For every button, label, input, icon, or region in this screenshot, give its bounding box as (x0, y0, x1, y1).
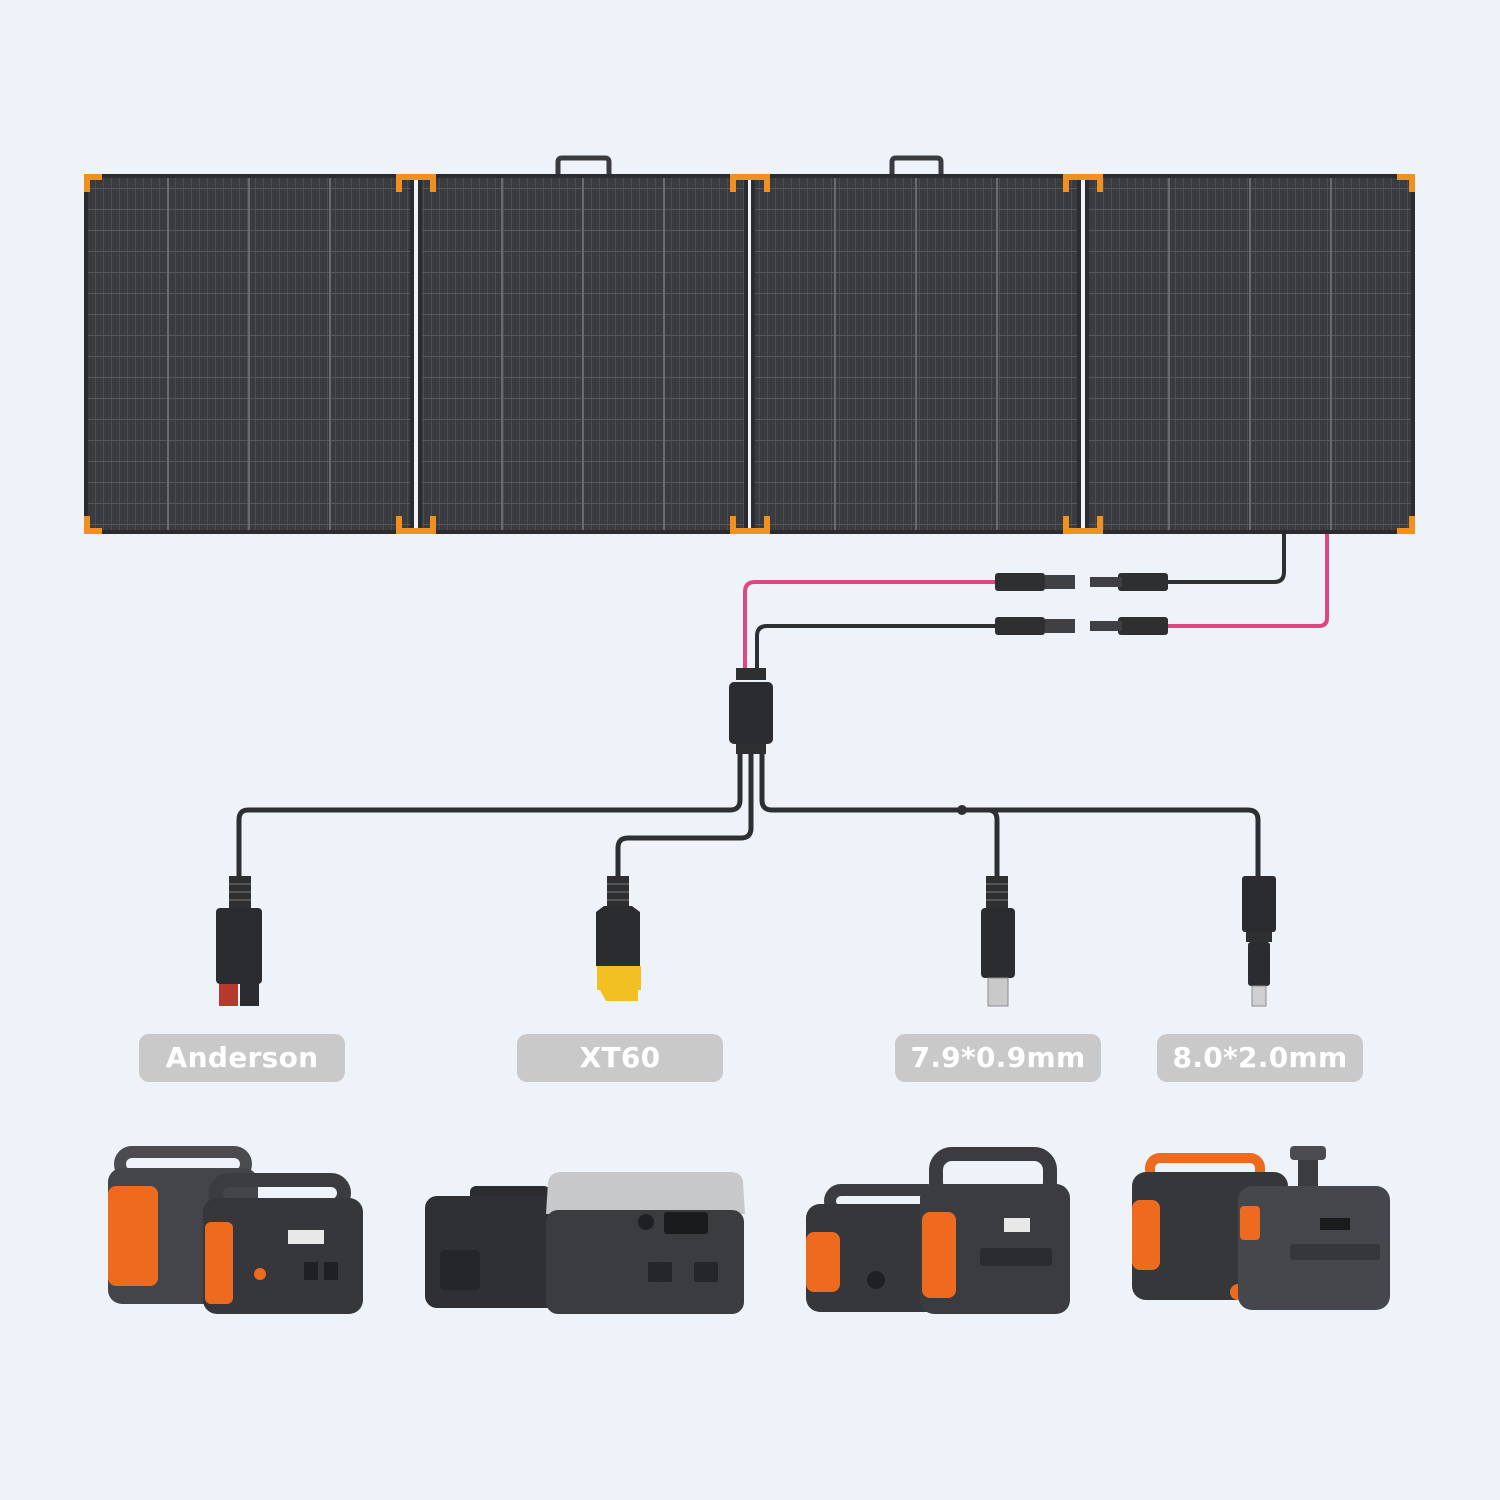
panel-output-cables (1168, 534, 1329, 628)
anderson-plug-icon (216, 876, 262, 1006)
carry-handle-icon (555, 155, 612, 175)
solar-panel-section (751, 174, 1081, 534)
connector-label-dc8020: 8.0*2.0mm (1157, 1034, 1363, 1082)
mc4-connector-icon (1090, 617, 1168, 635)
extension-cables (743, 580, 995, 672)
portable-power-station-icon (920, 1147, 1070, 1314)
portable-power-station-icon (203, 1173, 363, 1314)
carry-handle-icon (889, 155, 944, 175)
solar-panel-section (1085, 174, 1415, 534)
mc4-connector-icon (1090, 573, 1168, 591)
dc-barrel-plug-icon (981, 876, 1015, 1007)
solar-panel-section (84, 174, 414, 534)
solar-panel-section (418, 174, 748, 534)
portable-power-station-icon (1238, 1146, 1390, 1310)
portable-power-station-icon (546, 1172, 745, 1314)
mc4-connector-icon (995, 573, 1075, 591)
mc4-connector-icon (995, 617, 1075, 635)
dc8020-plug-icon (1242, 876, 1276, 1007)
corner-protectors (84, 174, 1415, 534)
portable-power-station-icon (425, 1186, 575, 1308)
connector-label-anderson: Anderson (139, 1034, 345, 1082)
cable-splitter-icon (729, 668, 773, 754)
output-cables (236, 754, 1261, 880)
solar-panel (84, 155, 1415, 534)
connector-label-dc7909: 7.9*0.9mm (895, 1034, 1101, 1082)
connector-label-xt60: XT60 (517, 1034, 723, 1082)
xt60-plug-icon (596, 876, 641, 1001)
